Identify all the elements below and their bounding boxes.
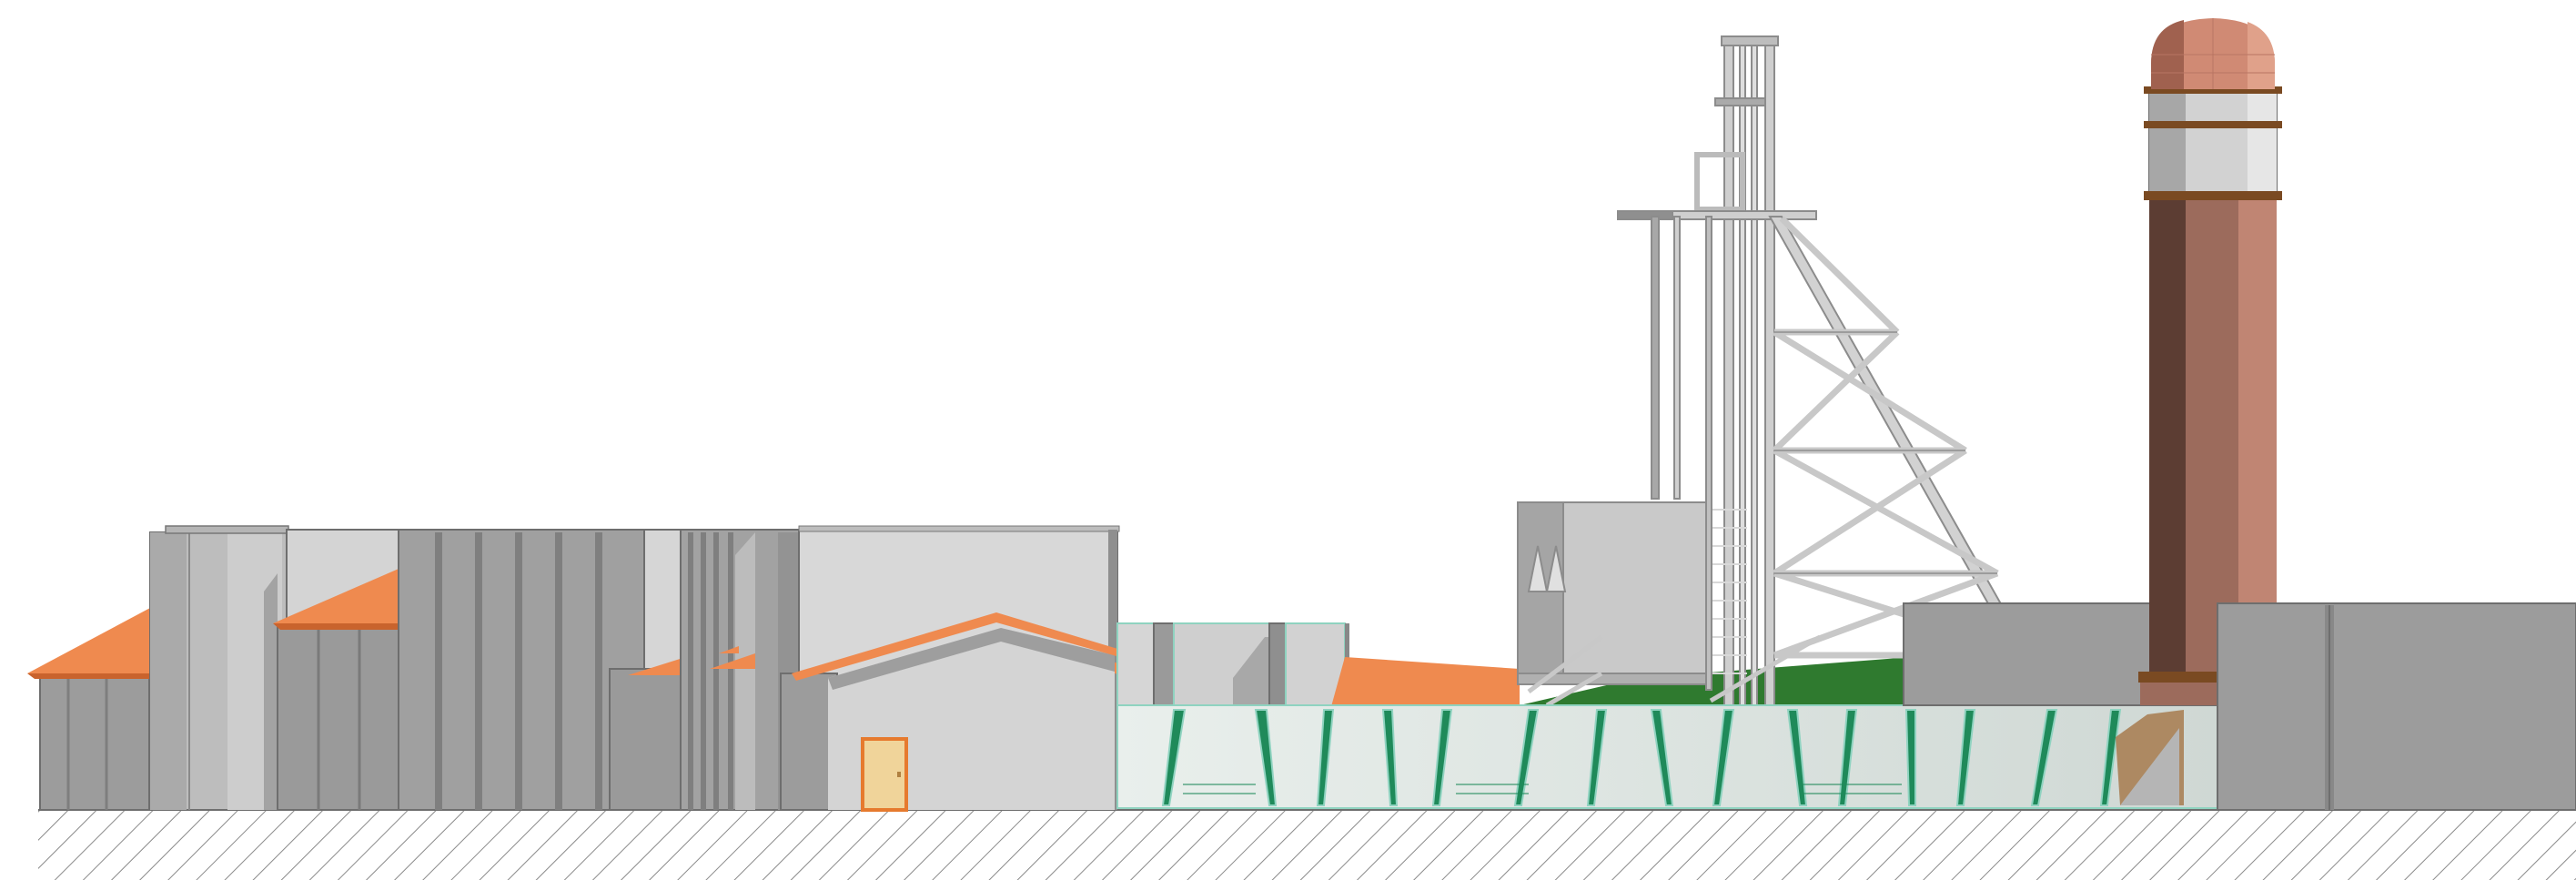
- headframe-leg-right: [1764, 40, 1775, 706]
- glass-fins: [1161, 709, 2122, 806]
- mid-connector-sheds: [1116, 622, 1520, 711]
- left-shed-roof: [27, 608, 150, 673]
- brick-silo-tower: [2138, 18, 2284, 705]
- left-shed-wall: [39, 673, 150, 811]
- left-shed-ribs: [66, 675, 108, 810]
- left-shed-group: [27, 525, 1137, 812]
- perforated-glass-facade: [1116, 704, 2219, 809]
- ground-section: [38, 807, 2576, 880]
- middle-shed-wall: [277, 622, 401, 811]
- orange-framed-door: [861, 737, 908, 812]
- gabled-house-roof: [792, 612, 1133, 681]
- middle-shed-roof: [273, 569, 399, 623]
- orange-sloped-roof: [1330, 657, 1520, 710]
- ribbed-block-ribs: [435, 532, 602, 810]
- gabled-house-wall: [780, 673, 838, 811]
- right-storage-block: [2217, 602, 2576, 811]
- mine-shaft-headframe: [1517, 35, 2060, 710]
- headframe-stairs: [1712, 509, 1747, 674]
- headframe-leg-left: [1723, 40, 1734, 706]
